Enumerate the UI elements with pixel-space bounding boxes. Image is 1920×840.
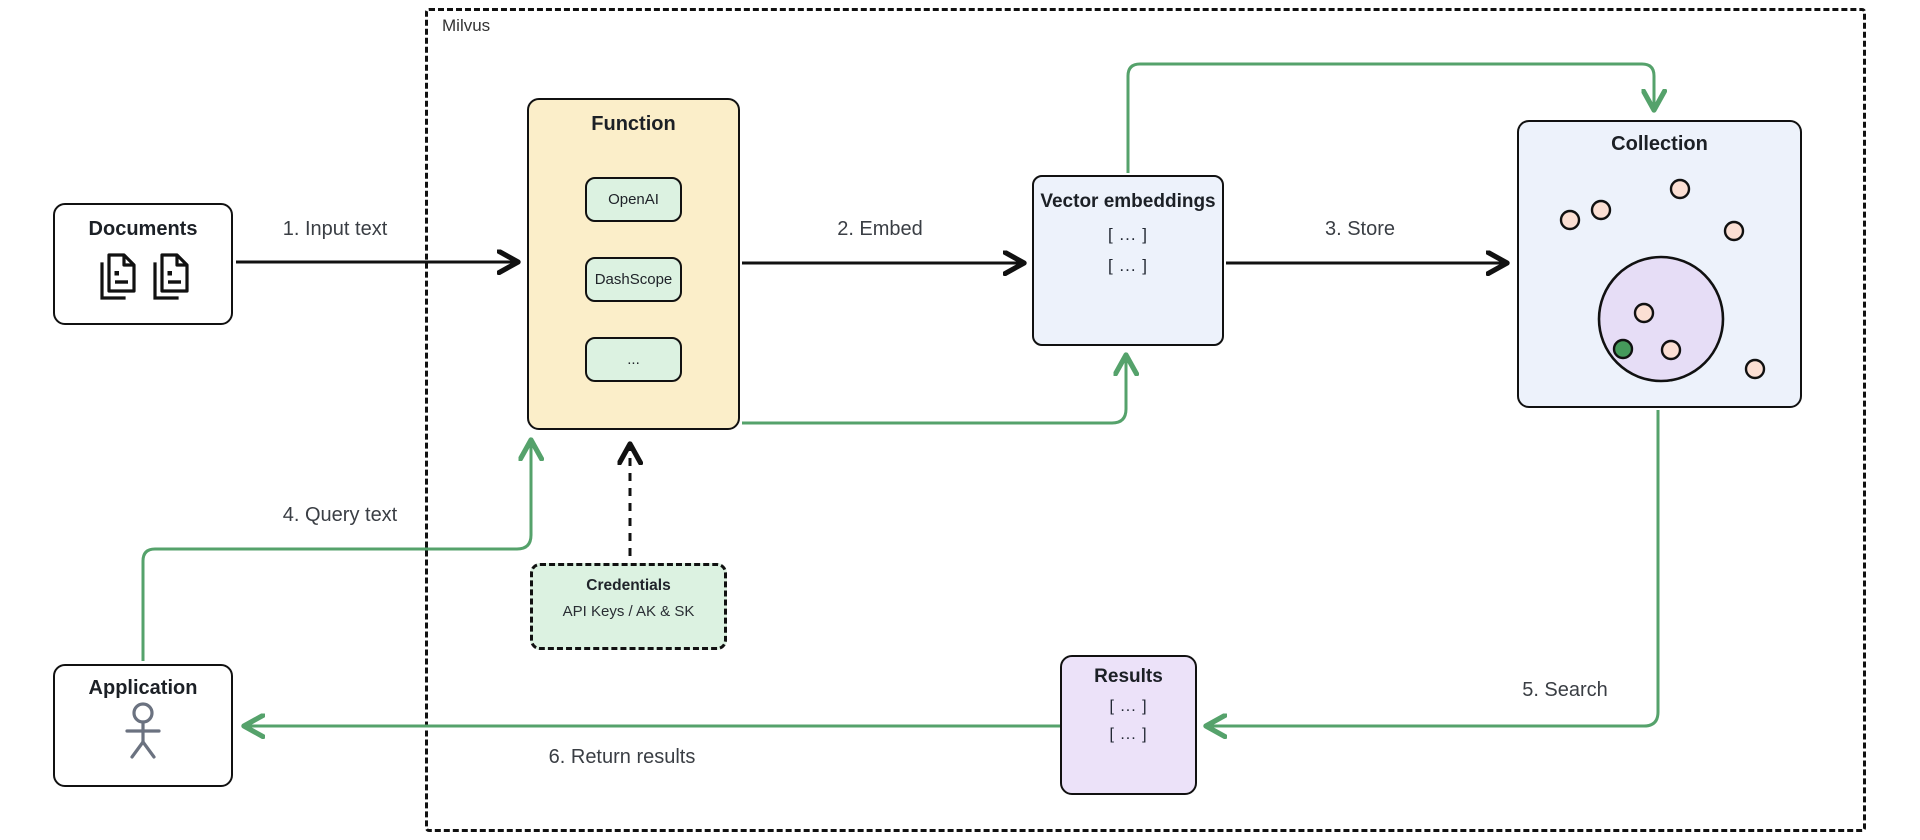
milvus-boundary: Milvus: [425, 8, 1866, 832]
vector-point: [1723, 220, 1745, 242]
step-label-store: 3. Store: [1324, 218, 1396, 240]
step-label-return-results: 6. Return results: [548, 746, 696, 768]
step-label-embed: 2. Embed: [837, 218, 923, 240]
milvus-label: Milvus: [442, 16, 491, 35]
provider-dashscope: DashScope: [585, 257, 682, 302]
application-title: Application: [88, 677, 198, 699]
step-label-input-text: 1. Input text: [282, 218, 388, 240]
provider-more: ...: [585, 337, 682, 382]
collection-node: Collection: [1517, 120, 1802, 408]
vector-point: [1590, 199, 1612, 221]
documents-title: Documents: [88, 218, 198, 240]
vector-space-illustration: [1559, 178, 1766, 383]
application-node: Application: [53, 664, 233, 787]
document-copy-icon: [152, 253, 189, 300]
documents-node: Documents: [53, 203, 233, 325]
credentials-title: Credentials: [586, 577, 671, 594]
results-node: Results [ ... ] [ ... ]: [1060, 655, 1197, 795]
vector-point: [1559, 209, 1581, 231]
credentials-subtitle: API Keys / AK & SK: [562, 603, 695, 620]
step-label-query-text: 4. Query text: [282, 504, 398, 526]
result-vector-row: [ ... ]: [1109, 726, 1148, 743]
collection-title: Collection: [1611, 133, 1708, 155]
document-icons: [93, 248, 194, 304]
cluster-circle: [1597, 255, 1725, 383]
vector-embeddings-node: Vector embeddings [ ... ] [ ... ]: [1032, 175, 1224, 346]
function-title: Function: [591, 113, 676, 135]
document-copy-icon: [99, 253, 136, 300]
person-icon: [125, 702, 161, 759]
vector-embeddings-title: Vector embeddings: [1040, 191, 1216, 212]
embedding-vector-row: [ ... ]: [1107, 224, 1149, 244]
vector-point: [1744, 358, 1766, 380]
vector-point: [1669, 178, 1691, 200]
result-vector-row: [ ... ]: [1109, 698, 1148, 715]
function-node: Function OpenAI DashScope ...: [527, 98, 740, 430]
step-label-search: 5. Search: [1522, 679, 1608, 701]
embedding-vector-row: [ ... ]: [1107, 255, 1149, 275]
matched-vector-point: [1612, 338, 1634, 360]
results-title: Results: [1094, 666, 1163, 687]
vector-point: [1660, 339, 1682, 361]
provider-openai: OpenAI: [585, 177, 682, 222]
credentials-node: Credentials API Keys / AK & SK: [530, 563, 727, 650]
vector-point: [1633, 302, 1655, 324]
